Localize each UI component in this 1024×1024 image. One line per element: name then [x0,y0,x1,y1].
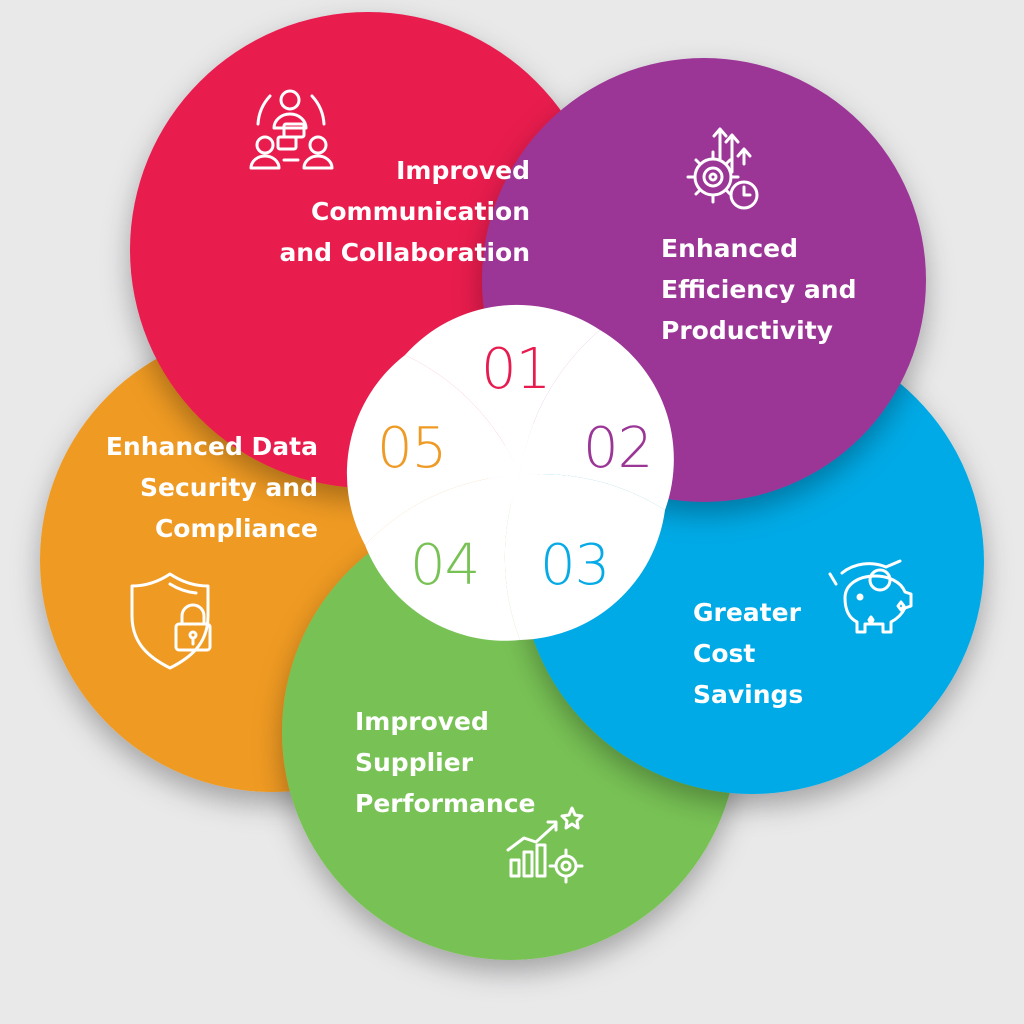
shield-lock-icon [130,572,212,670]
petal-03-number: 03 [540,533,610,598]
center-window-left [346,355,520,545]
petal-01-number: 01 [481,337,551,402]
center-window-bottom-left [365,475,520,641]
petal-05-title: Enhanced Data Security and Compliance [105,432,318,543]
piggy-bank-coin-icon [828,559,913,634]
team-meeting-icon [249,89,334,170]
petal-01-title: Improved Communication and Collaboration [279,156,530,267]
growth-chart-gear-icon [506,806,584,884]
petal-02-number: 02 [583,416,653,481]
petal-02-title: Enhanced Efficiency and Productivity [661,234,857,345]
petal-05-number: 05 [377,416,447,481]
center-window-bottom-right [504,474,665,640]
center-window-top [405,304,600,475]
gear-arrows-clock-icon [686,127,759,210]
petal-04-number: 04 [410,533,480,598]
petal-04-title: Improved Supplier Performance [355,707,536,818]
center-window-right [520,330,674,510]
petal-03-title: Greater Cost Savings [693,598,804,709]
